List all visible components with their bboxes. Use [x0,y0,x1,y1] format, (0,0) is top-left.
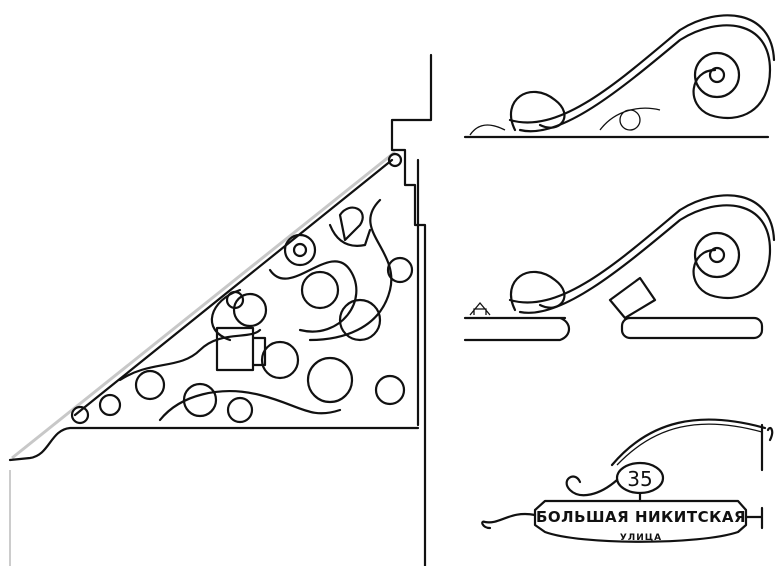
rolled-sign-right [620,316,764,340]
large-ornamental-bracket [8,53,433,566]
street-name-plate [533,499,748,543]
street-name: БОЛЬШАЯ НИКИТСКАЯ [536,508,746,526]
wall-profile [390,53,433,566]
bracket-base-bar [8,426,420,462]
top-scroll-bracket [463,14,776,139]
foliage-scrollwork [70,152,414,425]
rosette-icon [693,231,741,279]
diagonal-guide-line [11,150,396,460]
middle-scroll-bracket [463,194,776,342]
rolled-sign-left [463,316,571,342]
mug-shape [215,326,255,372]
street-type: УЛИЦА [620,533,662,543]
house-number: 35 [627,467,652,491]
rosette-icon [693,51,741,99]
street-sign-bracket: 35 БОЛЬШАЯ НИКИТСКАЯ УЛИЦА [481,418,774,543]
bracket-diagonal-bar [73,158,394,417]
